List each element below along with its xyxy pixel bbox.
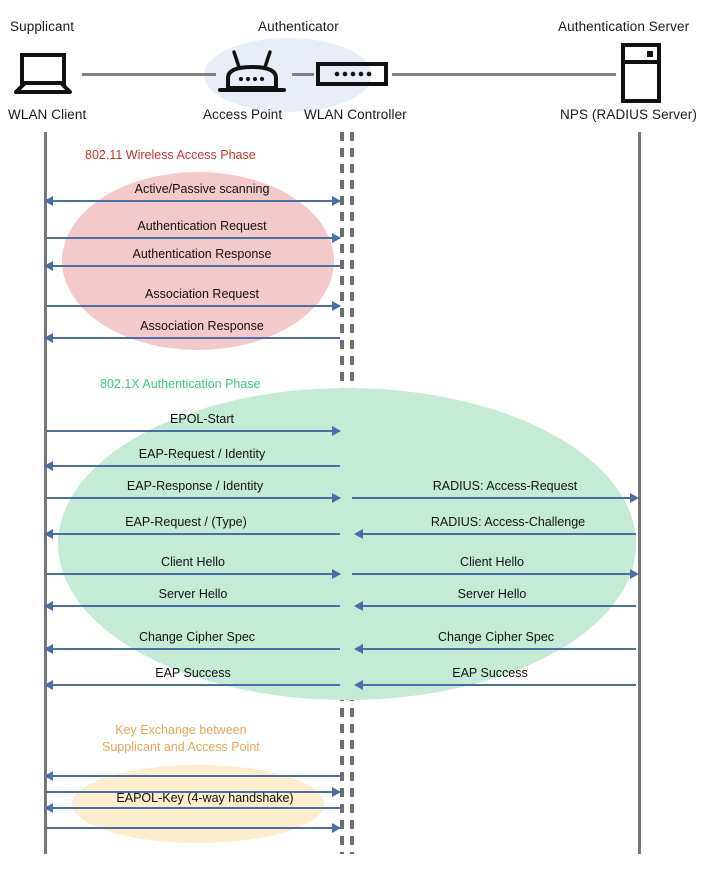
message-label: EPOL-Start	[170, 412, 234, 426]
link-ap-to-controller	[292, 73, 314, 76]
arrowhead-left-icon	[44, 803, 53, 813]
message-line	[46, 827, 340, 829]
message-label: Association Response	[140, 319, 264, 333]
message-line	[46, 305, 340, 307]
message-label: EAP-Request / (Type)	[125, 515, 247, 529]
message-line	[46, 533, 340, 535]
node-label-access-point: Access Point	[203, 107, 283, 122]
message-line	[46, 775, 340, 777]
message-label: Server Hello	[158, 587, 228, 601]
message-label: Change Cipher Spec	[437, 630, 555, 644]
message-label: Client Hello	[161, 555, 225, 569]
arrowhead-left-icon	[44, 261, 53, 271]
message-line	[46, 791, 340, 793]
arrowhead-left-icon	[44, 196, 53, 206]
message-label: Client Hello	[460, 555, 524, 569]
role-title-authenticator: Authenticator	[258, 19, 339, 34]
message-line	[46, 605, 340, 607]
message-line	[46, 265, 340, 267]
arrowhead-left-icon	[44, 601, 53, 611]
laptop-icon	[12, 52, 74, 96]
message-label: Server Hello	[457, 587, 527, 601]
role-title-supplicant: Supplicant	[10, 19, 75, 34]
message-line	[356, 684, 636, 686]
arrowhead-right-icon	[630, 569, 639, 579]
arrowhead-left-icon	[44, 771, 53, 781]
arrowhead-left-icon	[354, 644, 363, 654]
message-line	[46, 200, 340, 202]
arrowhead-right-icon	[332, 569, 341, 579]
message-label: EAP-Request / Identity	[138, 447, 266, 461]
phase-ellipse-key	[72, 765, 324, 843]
lifeline-authentication-server	[638, 132, 641, 854]
message-label: Active/Passive scanning	[134, 182, 270, 196]
arrowhead-right-icon	[630, 493, 639, 503]
message-label: Association Request	[145, 287, 259, 301]
arrowhead-left-icon	[44, 333, 53, 343]
arrowhead-left-icon	[44, 461, 53, 471]
phase-label-key-line1: Key Exchange between	[115, 723, 247, 737]
message-label: EAP-Response / Identity	[126, 479, 264, 493]
wlan-controller-icon	[316, 62, 388, 86]
message-line	[356, 605, 636, 607]
lifeline-supplicant	[44, 132, 47, 854]
message-label: Change Cipher Spec	[138, 630, 256, 644]
message-line	[46, 684, 340, 686]
arrowhead-left-icon	[44, 529, 53, 539]
phase-label-dot1x: 802.1X Authentication Phase	[100, 377, 261, 391]
role-title-authentication-server: Authentication Server	[558, 19, 690, 34]
arrowhead-right-icon	[332, 301, 341, 311]
phase-label-wireless: 802.11 Wireless Access Phase	[85, 148, 256, 162]
message-line	[46, 465, 340, 467]
message-line	[46, 573, 340, 575]
arrowhead-left-icon	[44, 680, 53, 690]
arrowhead-right-icon	[332, 233, 341, 243]
arrowhead-right-icon	[332, 196, 341, 206]
wireless-access-point-icon	[216, 50, 288, 96]
message-line	[46, 337, 340, 339]
message-line	[356, 648, 636, 650]
message-label: EAP Success	[155, 666, 231, 680]
message-label: Authentication Response	[132, 247, 272, 261]
arrowhead-right-icon	[332, 426, 341, 436]
phase-label-key-line2: Supplicant and Access Point	[102, 740, 260, 754]
node-label-wlan-controller: WLAN Controller	[304, 107, 407, 122]
message-line	[352, 497, 636, 499]
message-label: Authentication Request	[137, 219, 267, 233]
message-line	[46, 430, 340, 432]
node-label-nps-radius-server: NPS (RADIUS Server)	[560, 107, 697, 122]
arrowhead-left-icon	[354, 529, 363, 539]
arrowhead-left-icon	[44, 644, 53, 654]
phase-ellipse-dot1x	[58, 388, 636, 700]
message-label: RADIUS: Access-Challenge	[430, 515, 586, 529]
message-line	[46, 497, 340, 499]
message-line	[356, 533, 636, 535]
link-client-to-ap	[82, 73, 216, 76]
arrowhead-right-icon	[332, 823, 341, 833]
message-line	[46, 807, 340, 809]
node-label-wlan-client: WLAN Client	[8, 107, 87, 122]
message-line	[352, 573, 636, 575]
arrowhead-right-icon	[332, 787, 341, 797]
message-line	[46, 237, 340, 239]
message-line	[46, 648, 340, 650]
message-label: EAPOL-Key (4-way handshake)	[116, 791, 294, 805]
message-label: EAP Success	[452, 666, 528, 680]
arrowhead-left-icon	[354, 601, 363, 611]
server-icon	[620, 43, 662, 103]
link-controller-to-server	[392, 73, 616, 76]
arrowhead-right-icon	[332, 493, 341, 503]
phase-label-key-exchange: Key Exchange between Supplicant and Acce…	[102, 722, 260, 756]
message-label: RADIUS: Access-Request	[432, 479, 578, 493]
arrowhead-left-icon	[354, 680, 363, 690]
